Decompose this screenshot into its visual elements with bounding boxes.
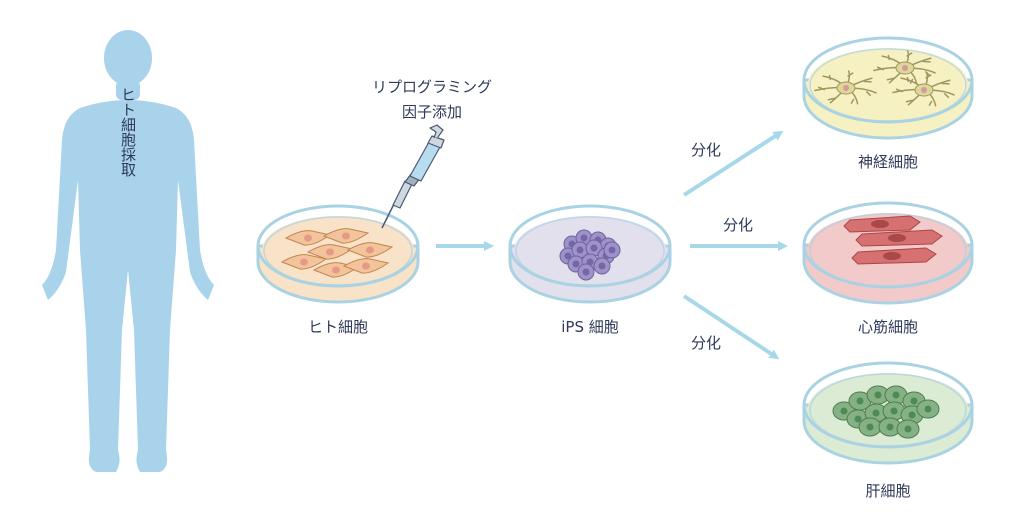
dish-inner-rim	[263, 216, 413, 286]
cell-nucleus	[366, 246, 374, 254]
cardiomyocytes-label: 心筋細胞	[858, 318, 918, 336]
differentiation-label-middle: 分化	[723, 216, 753, 234]
cell-nucleus	[908, 411, 916, 419]
cell-nucleus	[871, 220, 889, 228]
cell-nucleus	[890, 407, 898, 415]
cell-nucleus	[872, 409, 880, 417]
cell-nucleus	[924, 405, 932, 413]
neurons-label: 神経細胞	[858, 153, 918, 171]
cell-nucleus	[300, 258, 308, 266]
dish-ips-cells	[508, 204, 672, 304]
pipette-icon	[381, 124, 445, 229]
cell-nucleus	[342, 232, 350, 240]
arrow-to-hepato	[682, 294, 780, 360]
cell-nucleus	[326, 248, 334, 256]
dish-rim	[802, 361, 974, 449]
cell-nucleus	[590, 244, 598, 252]
human-sampling-label: ヒト細胞採取	[119, 87, 137, 177]
cell-nucleus	[888, 234, 906, 242]
cell-nucleus	[902, 65, 908, 71]
cell-nucleus	[904, 425, 912, 433]
dish-inner-rim	[515, 216, 665, 286]
human-silhouette	[42, 30, 214, 472]
cell-nucleus	[856, 397, 864, 405]
cell-nucleus	[921, 87, 927, 93]
cell-nucleus	[854, 415, 862, 423]
dish-rim	[802, 36, 974, 124]
dish-human-cells	[256, 204, 420, 304]
differentiation-label-bottom: 分化	[691, 334, 721, 352]
cell-nucleus	[874, 391, 882, 399]
ips-cells-label: iPS 細胞	[561, 318, 619, 336]
dish-neurons	[802, 36, 974, 140]
dish-cardiomyocytes	[802, 201, 974, 305]
arrow-to-neurons	[682, 130, 784, 197]
hepatocytes-label: 肝細胞	[865, 482, 910, 500]
arrows	[436, 130, 788, 360]
reprogramming-label-line2: 因子添加	[402, 103, 462, 121]
differentiation-label-top: 分化	[691, 141, 721, 159]
cell-nucleus	[582, 268, 590, 276]
cell-nucleus	[892, 391, 900, 399]
dish-rim	[508, 204, 672, 288]
cell-nucleus	[866, 423, 874, 431]
dish-rim	[256, 204, 420, 288]
cell-nucleus	[586, 258, 594, 266]
cell-nucleus	[883, 252, 901, 260]
cell-nucleus	[580, 234, 588, 242]
cell-nucleus	[332, 266, 340, 274]
cell-nucleus	[886, 423, 894, 431]
dish-inner-rim	[809, 213, 967, 287]
human-cells-label: ヒト細胞	[308, 318, 368, 336]
cell-nucleus	[840, 407, 848, 415]
cell-nucleus	[598, 262, 606, 270]
dish-medium	[808, 48, 968, 120]
dish-rim	[802, 201, 974, 289]
cell-nucleus	[362, 262, 370, 270]
cell-nucleus	[304, 234, 312, 242]
cell-nucleus	[572, 260, 580, 268]
cell-nucleus	[564, 252, 572, 260]
cell-nucleus	[843, 85, 849, 91]
reprogramming-label-line1: リプログラミング	[372, 78, 492, 96]
dish-inner-rim	[809, 48, 967, 122]
dish-inner-rim	[809, 373, 967, 447]
dish-hepatocytes	[802, 361, 974, 465]
cell-nucleus	[910, 397, 918, 405]
cell-nucleus	[608, 246, 616, 254]
cell-nucleus	[576, 246, 584, 254]
